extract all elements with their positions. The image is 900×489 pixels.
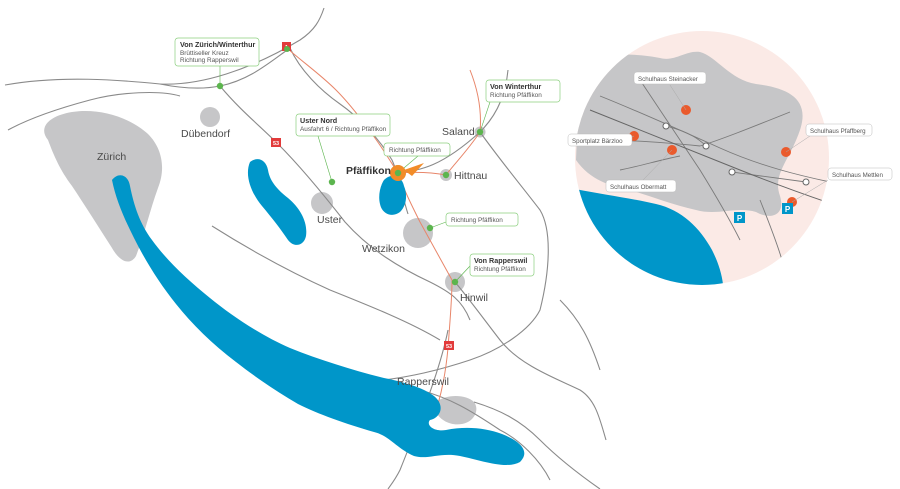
inset-label-steinacker: Schulhaus Steinacker xyxy=(633,71,707,85)
city-label-zurich: Zürich xyxy=(97,151,126,163)
city-label-rapperswil: Rapperswil xyxy=(397,376,449,388)
lake-greifensee xyxy=(247,159,307,245)
callout-line: Richtung Pfäffikon xyxy=(474,266,526,273)
motorway-badge-a53-south: 53 xyxy=(444,341,454,350)
urban-area-uster xyxy=(311,192,333,214)
callout-title: Von Winterthur xyxy=(490,82,542,91)
callout-line: Richtung Pfäffikon xyxy=(490,92,542,99)
callout-line: Ausfahrt 6 / Richtung Pfäffikon xyxy=(300,126,387,133)
parking-icon-west: P xyxy=(734,212,745,223)
city-label-pfaffikon: Pfäffikon xyxy=(346,165,391,177)
marker-a1-junction[interactable] xyxy=(284,46,290,52)
marker-uster-nord[interactable] xyxy=(328,178,336,186)
callout-line: Brüttiseller Kreuz xyxy=(180,50,229,57)
callout-title: Uster Nord xyxy=(300,116,337,125)
destination-pfaffikon-marker[interactable] xyxy=(390,163,424,181)
callout-richtung-pfaffikon-2: Richtung Pfäffikon xyxy=(445,212,519,227)
city-label-hinwil: Hinwil xyxy=(460,292,488,304)
svg-text:Schulhaus Obermatt: Schulhaus Obermatt xyxy=(610,184,667,191)
callout-uster-nord: Uster Nord Ausfahrt 6 / Richtung Pfäffik… xyxy=(295,113,391,137)
svg-text:Sportplatz Bärzloo: Sportplatz Bärzloo xyxy=(572,138,623,145)
callout-line: Richtung Pfäffikon xyxy=(451,217,503,224)
callout-line: Richtung Pfäffikon xyxy=(389,147,441,154)
callout-title: Von Rapperswil xyxy=(474,256,527,265)
callout-title: Von Zürich/Winterthur xyxy=(180,40,255,49)
marker-saland[interactable] xyxy=(476,128,484,136)
motorway-badge-a53-north: 53 xyxy=(271,138,281,147)
city-label-saland: Saland xyxy=(442,126,475,138)
callout-richtung-pfaffikon-1: Richtung Pfäffikon xyxy=(383,142,451,157)
inset-rail xyxy=(589,109,829,211)
inset-label-barzloo: Sportplatz Bärzloo xyxy=(567,133,633,147)
callout-from-winterthur: Von Winterthur Richtung Pfäffikon xyxy=(485,79,561,103)
svg-text:Schulhaus Pfaffberg: Schulhaus Pfaffberg xyxy=(810,128,866,135)
lake-pfaffikersee xyxy=(379,175,407,215)
parking-icon-east: P xyxy=(782,203,793,214)
inset-map-pfaffikon: P P Schulhaus Steinacker Sportplatz Bärz… xyxy=(567,31,893,285)
marker-hinwil[interactable] xyxy=(451,278,459,286)
marker-wetzikon[interactable] xyxy=(426,224,434,232)
main-map: 1 53 53 xyxy=(4,7,607,489)
inset-label-obermatt: Schulhaus Obermatt xyxy=(605,179,677,193)
urban-area-wetzikon xyxy=(403,218,433,248)
svg-text:P: P xyxy=(737,214,743,223)
inset-label-mettlen: Schulhaus Mettlen xyxy=(827,167,893,181)
city-label-hittnau: Hittnau xyxy=(454,170,487,182)
city-label-wetzikon: Wetzikon xyxy=(362,243,405,255)
svg-text:P: P xyxy=(785,205,791,214)
city-label-dubendorf: Dübendorf xyxy=(181,128,230,140)
svg-text:Schulhaus Steinacker: Schulhaus Steinacker xyxy=(638,76,698,83)
urban-area-rapperswil xyxy=(436,396,477,425)
badge-label: 53 xyxy=(446,344,452,350)
callout-from-rapperswil: Von Rapperswil Richtung Pfäffikon xyxy=(469,253,535,277)
callout-line: Richtung Rapperswil xyxy=(180,57,239,64)
badge-label: 53 xyxy=(273,141,279,147)
lake-zurich xyxy=(112,175,525,466)
city-label-uster: Uster xyxy=(317,214,343,226)
inset-label-pfaffberg: Schulhaus Pfaffberg xyxy=(805,123,873,137)
callout-from-zurich: Von Zürich/Winterthur Brüttiseller Kreuz… xyxy=(174,37,260,67)
marker-bruttiseller-kreuz[interactable] xyxy=(216,82,224,90)
inset-roundabouts xyxy=(662,122,810,186)
svg-text:Schulhaus Mettlen: Schulhaus Mettlen xyxy=(832,172,883,179)
marker-hittnau[interactable] xyxy=(442,171,450,179)
urban-area-dubendorf xyxy=(200,107,220,127)
